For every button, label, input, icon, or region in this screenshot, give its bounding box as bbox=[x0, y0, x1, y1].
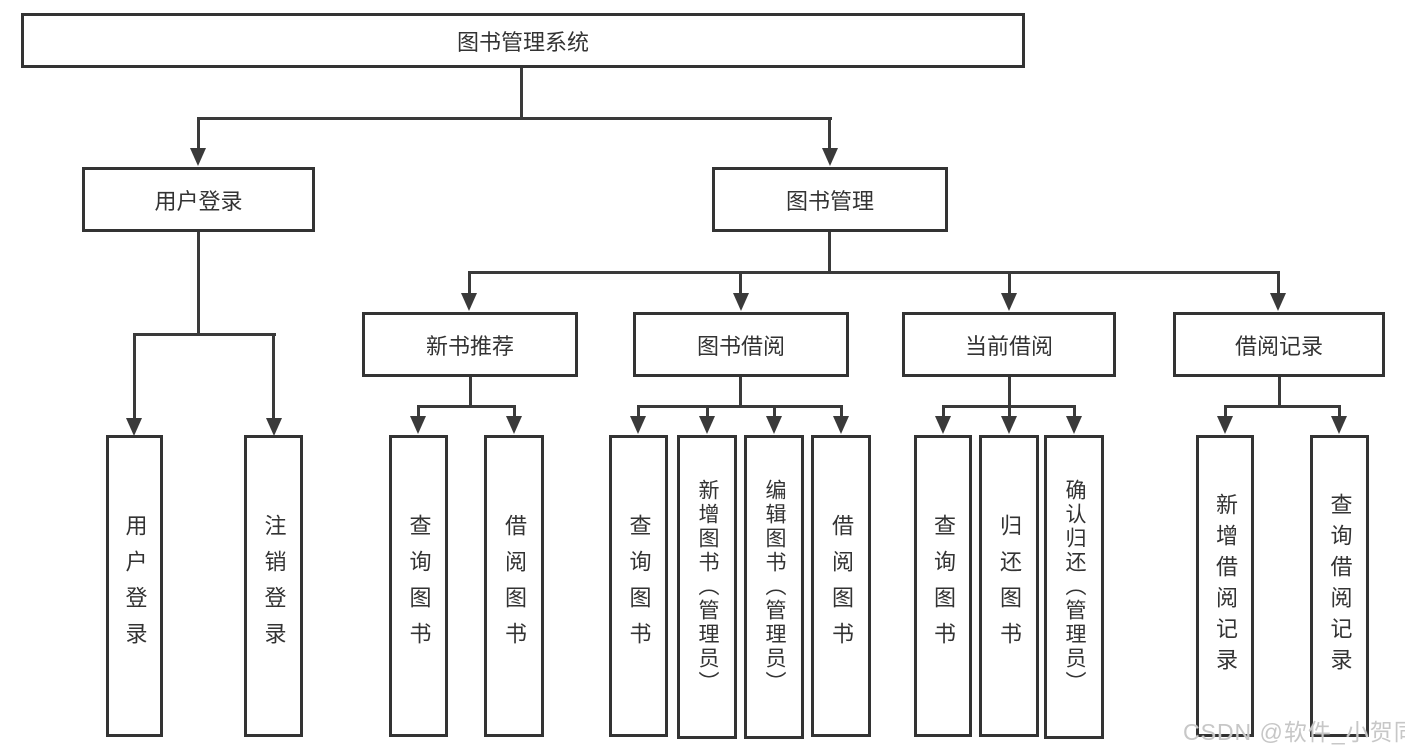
leaf-confirm-return-admin: 确认归还（管理员） bbox=[1044, 435, 1104, 739]
connector-line bbox=[637, 405, 843, 408]
connector-line bbox=[1224, 405, 1341, 408]
leaf-query-book: 查询图书 bbox=[914, 435, 972, 737]
connector-line bbox=[468, 271, 471, 296]
arrow-down-icon bbox=[190, 148, 206, 166]
arrow-down-icon bbox=[1001, 293, 1017, 311]
arrow-down-icon bbox=[1001, 416, 1017, 434]
node-new-book-recommend: 新书推荐 bbox=[362, 312, 578, 377]
node-user-login: 用户登录 bbox=[82, 167, 315, 232]
arrow-down-icon bbox=[833, 416, 849, 434]
connector-line bbox=[468, 271, 1280, 274]
connector-line bbox=[272, 333, 275, 421]
connector-line bbox=[469, 377, 472, 408]
arrow-down-icon bbox=[630, 416, 646, 434]
connector-line bbox=[197, 117, 200, 151]
arrow-down-icon bbox=[266, 418, 282, 436]
arrow-down-icon bbox=[733, 293, 749, 311]
arrow-down-icon bbox=[506, 416, 522, 434]
arrow-down-icon bbox=[699, 416, 715, 434]
connector-line bbox=[942, 405, 945, 419]
arrow-down-icon bbox=[410, 416, 426, 434]
leaf-query-book: 查询图书 bbox=[609, 435, 668, 737]
watermark: CSDN @软件_小贺同学 bbox=[1183, 719, 1405, 745]
connector-line bbox=[828, 117, 831, 151]
connector-line bbox=[520, 68, 523, 117]
connector-line bbox=[1008, 271, 1011, 296]
node-book-management: 图书管理 bbox=[712, 167, 948, 232]
connector-line bbox=[1008, 377, 1011, 408]
connector-line bbox=[197, 117, 832, 120]
connector-line bbox=[840, 405, 843, 419]
connector-line bbox=[133, 333, 136, 421]
node-borrow-records: 借阅记录 bbox=[1173, 312, 1385, 377]
arrow-down-icon bbox=[1270, 293, 1286, 311]
connector-line bbox=[133, 333, 276, 336]
connector-line bbox=[739, 377, 742, 408]
connector-line bbox=[1008, 405, 1011, 419]
connector-line bbox=[513, 405, 516, 419]
arrow-down-icon bbox=[126, 418, 142, 436]
connector-line bbox=[637, 405, 640, 419]
node-current-borrow: 当前借阅 bbox=[902, 312, 1116, 377]
arrow-down-icon bbox=[461, 293, 477, 311]
node-root: 图书管理系统 bbox=[21, 13, 1025, 68]
connector-line bbox=[1224, 405, 1227, 419]
arrow-down-icon bbox=[822, 148, 838, 166]
connector-line bbox=[197, 232, 200, 336]
leaf-logout: 注销登录 bbox=[244, 435, 303, 737]
connector-line bbox=[739, 271, 742, 296]
leaf-add-book-admin: 新增图书（管理员） bbox=[677, 435, 737, 739]
connector-line bbox=[1277, 271, 1280, 296]
arrow-down-icon bbox=[1217, 416, 1233, 434]
connector-line bbox=[417, 405, 420, 419]
arrow-down-icon bbox=[935, 416, 951, 434]
node-book-borrow: 图书借阅 bbox=[633, 312, 849, 377]
leaf-add-borrow-record: 新增借阅记录 bbox=[1196, 435, 1254, 737]
leaf-borrow-book: 借阅图书 bbox=[484, 435, 544, 737]
connector-line bbox=[773, 405, 776, 419]
connector-line bbox=[417, 405, 516, 408]
connector-line bbox=[1278, 377, 1281, 408]
leaf-query-borrow-record: 查询借阅记录 bbox=[1310, 435, 1369, 737]
connector-line bbox=[1073, 405, 1076, 419]
connector-line bbox=[1338, 405, 1341, 419]
arrow-down-icon bbox=[1066, 416, 1082, 434]
connector-line bbox=[828, 232, 831, 274]
leaf-return-book: 归还图书 bbox=[979, 435, 1039, 737]
connector-line bbox=[706, 405, 709, 419]
leaf-user-login: 用户登录 bbox=[106, 435, 163, 737]
leaf-edit-book-admin: 编辑图书（管理员） bbox=[744, 435, 804, 739]
leaf-borrow-book: 借阅图书 bbox=[811, 435, 871, 737]
arrow-down-icon bbox=[1331, 416, 1347, 434]
arrow-down-icon bbox=[766, 416, 782, 434]
leaf-query-book: 查询图书 bbox=[389, 435, 448, 737]
